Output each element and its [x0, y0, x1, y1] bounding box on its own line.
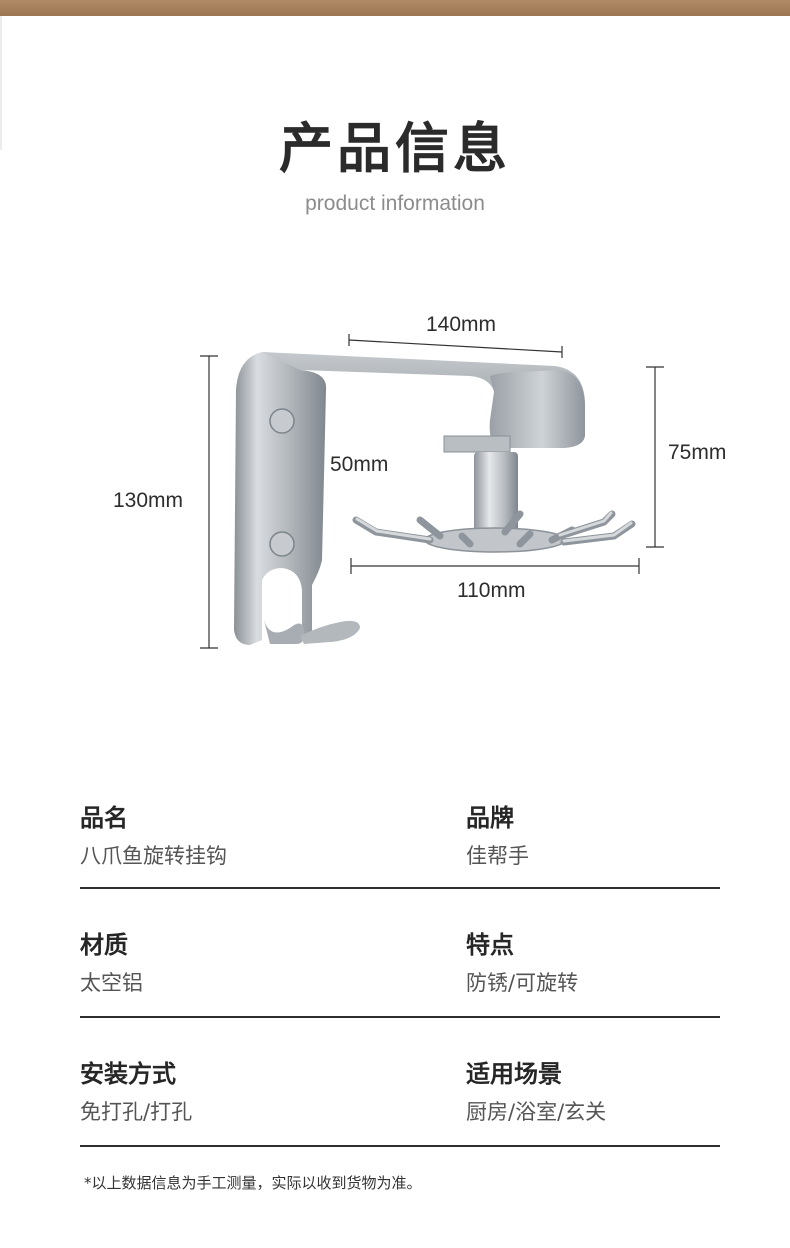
- dim-line-140: [348, 339, 563, 353]
- page-subtitle: product information: [305, 192, 485, 215]
- spec-install: 安装方式 免打孔/打孔: [80, 1056, 192, 1130]
- page-title: 产品信息: [279, 117, 511, 180]
- spec-brand: 品牌 佳帮手: [466, 800, 529, 874]
- spec-material: 材质 太空铝: [80, 927, 143, 1001]
- spec-value: 免打孔/打孔: [80, 1100, 193, 1124]
- spec-row: 品名 八爪鱼旋转挂钩 品牌 佳帮手: [80, 800, 720, 889]
- hook-illustration: [200, 334, 664, 649]
- front-curl: [489, 370, 585, 448]
- bottom-hook-right: [300, 620, 360, 644]
- spec-label: 品牌: [466, 804, 514, 832]
- spec-label: 安装方式: [80, 1060, 176, 1088]
- dim-depth-label: 50mm: [330, 453, 389, 476]
- spec-value: 厨房/浴室/玄关: [466, 1100, 607, 1124]
- product-diagram: 140mm 50mm 130mm 75mm 110mm: [0, 300, 790, 680]
- spec-value: 防锈/可旋转: [466, 971, 579, 995]
- spec-name: 品名 八爪鱼旋转挂钩: [80, 800, 227, 874]
- screw-hole-top: [269, 408, 295, 434]
- rotary-base: [424, 527, 566, 553]
- top-accent-bar: [0, 0, 790, 16]
- spec-scene: 适用场景 厨房/浴室/玄关: [466, 1056, 606, 1130]
- dim-height-label: 130mm: [113, 489, 184, 512]
- rotating-post: [474, 452, 518, 536]
- spec-table: 品名 八爪鱼旋转挂钩 品牌 佳帮手 材质 太空铝 特点 防锈/可旋转 安装方式 …: [80, 800, 720, 1147]
- spec-value: 佳帮手: [466, 844, 529, 868]
- vertical-plate: [234, 352, 327, 645]
- dim-width-label: 140mm: [426, 313, 497, 336]
- spec-value: 太空铝: [80, 971, 143, 995]
- spec-row: 安装方式 免打孔/打孔 适用场景 厨房/浴室/玄关: [80, 1018, 720, 1147]
- screw-hole-bottom: [269, 531, 295, 557]
- left-edge-line: [0, 16, 2, 150]
- spec-label: 品名: [80, 804, 128, 832]
- footnote: *以上数据信息为手工测量，实际以收到货物为准。: [84, 1174, 422, 1192]
- dim-hook-height-label: 75mm: [668, 441, 727, 464]
- spec-value: 八爪鱼旋转挂钩: [80, 844, 227, 868]
- spec-row: 材质 太空铝 特点 防锈/可旋转: [80, 889, 720, 1018]
- dim-hook-width-label: 110mm: [457, 579, 526, 602]
- bottom-hook-left: [264, 620, 305, 644]
- spec-feature: 特点 防锈/可旋转: [466, 927, 578, 1001]
- spec-label: 特点: [466, 931, 514, 959]
- spec-label: 适用场景: [466, 1060, 562, 1088]
- spec-label: 材质: [80, 931, 128, 959]
